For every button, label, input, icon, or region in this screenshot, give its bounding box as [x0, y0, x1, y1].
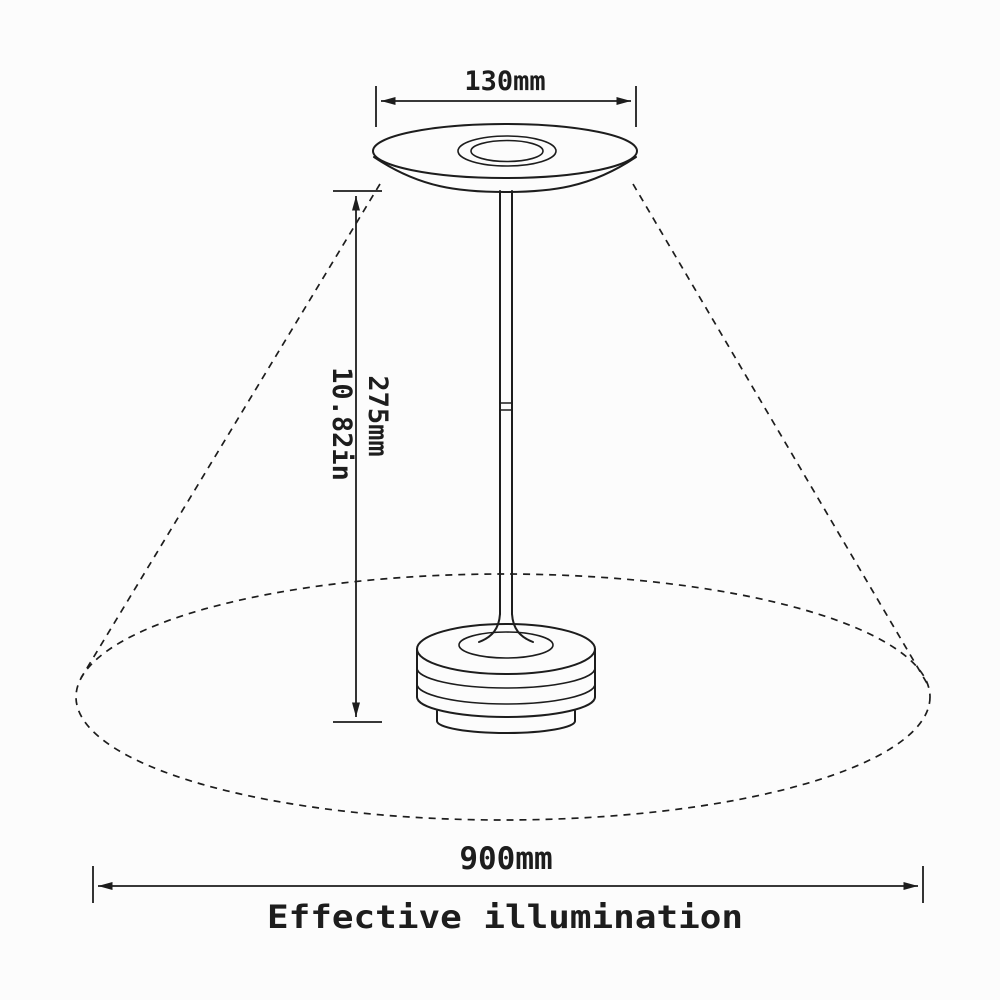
- dimension-lamp-height: 275mm 10.82in: [326, 190, 393, 723]
- base-foot-bottom-arc: [436, 720, 576, 734]
- cone-edge-right: [632, 183, 929, 686]
- diagram-caption: Effective illumination: [267, 898, 743, 936]
- lamp-head-outer-ellipse: [372, 123, 638, 179]
- stem-flare-right: [511, 613, 534, 643]
- illumination-cone: [75, 183, 931, 821]
- base-groove-lower: [416, 683, 596, 705]
- stem-flare-left: [478, 613, 501, 643]
- cone-edge-left: [80, 183, 381, 679]
- base-bottom-arc: [416, 696, 596, 718]
- lamp-head-ring-outer: [457, 135, 557, 167]
- height-mm-label: 275mm: [362, 375, 393, 456]
- table-lamp: [372, 123, 638, 734]
- illumination-area-ellipse: [75, 573, 931, 821]
- height-in-label: 10.82in: [326, 367, 357, 481]
- head-diameter-label: 130mm: [464, 66, 545, 97]
- illumination-diameter-label: 900mm: [459, 841, 552, 877]
- lamp-head-ring-inner: [470, 139, 544, 163]
- base-groove-upper: [416, 667, 596, 689]
- dimension-illumination-diameter: 900mm: [92, 841, 924, 903]
- base-top-inner-ring: [458, 631, 554, 659]
- dimension-head-diameter: 130mm: [375, 66, 637, 127]
- lamp-head-underside: [373, 156, 637, 193]
